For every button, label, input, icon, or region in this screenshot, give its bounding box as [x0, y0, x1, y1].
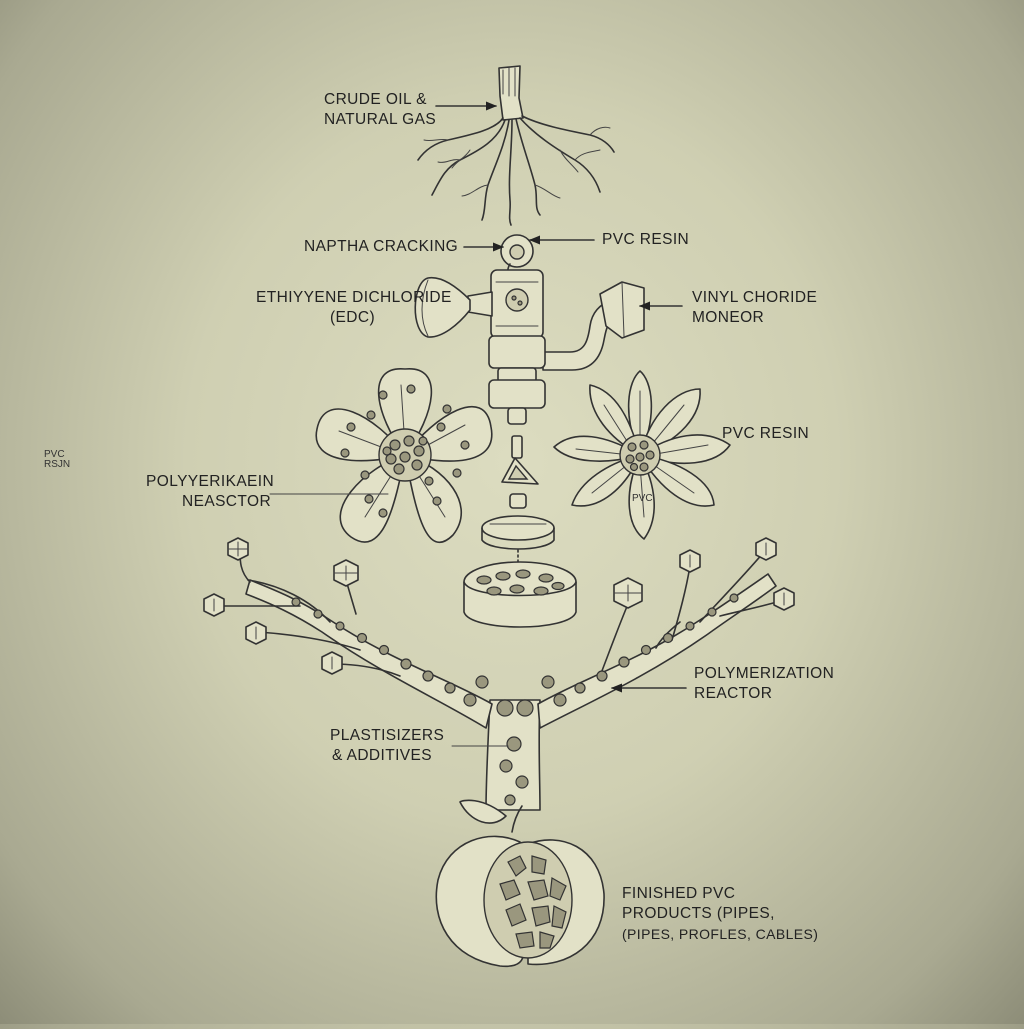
label-polyverikaein: POLYYERIKAEIN NEASCTOR [146, 472, 274, 512]
flower-pvc-small: PVC [44, 449, 65, 460]
finished-product-fruit [435, 799, 605, 968]
label-vinyl-line1: VINYL CHORIDE [692, 289, 818, 306]
label-finished-line3: (PIPES, PROFLES, CABLES) [622, 926, 819, 942]
label-finished-line2: PRODUCTS (PIPES, [622, 905, 775, 922]
label-finished-line1: FINISHED PVC [622, 885, 736, 902]
flower-pvc-text: PVC [632, 493, 653, 504]
label-crude-oil-line2: NATURAL GAS [324, 111, 437, 128]
label-polymer-line1: POLYMERIZATION [694, 665, 835, 682]
flower-resin-small: RSJN [44, 459, 70, 470]
label-finished-products: FINISHED PVC PRODUCTS (PIPES, (PIPES, PR… [622, 884, 818, 944]
left-flower [315, 368, 493, 543]
label-plast-line1: PLASTISIZERS [330, 727, 445, 744]
label-plast-line2: & ADDITIVES [332, 747, 433, 764]
label-plastisizers: PLASTISIZERS & ADDITIVES [330, 726, 444, 766]
cracking-column-assembly [414, 234, 645, 628]
label-edc: ETHIYYENE DICHLORIDE (EDC) [256, 288, 452, 328]
root-system [417, 65, 615, 226]
branch-network [203, 537, 795, 811]
label-poly-line2: NEASCTOR [182, 493, 272, 510]
hex-nodes [203, 537, 795, 675]
label-poly-line1: POLYYERIKAEIN [146, 473, 275, 490]
label-pvc-resin-right: PVC RESIN [722, 425, 810, 442]
label-polymerization-reactor: POLYMERIZATION REACTOR [694, 664, 834, 704]
label-polymer-line2: REACTOR [694, 685, 773, 702]
right-flower: PVC RSJN PVC [44, 370, 731, 540]
leader-lines [269, 101, 687, 747]
label-crude-oil: CRUDE OIL & NATURAL GAS [324, 90, 436, 130]
label-crude-oil-line1: CRUDE OIL & [324, 91, 427, 108]
label-vinyl-chloride: VINYL CHORIDE MONEOR [692, 288, 817, 328]
label-vinyl-line2: MONEOR [692, 309, 765, 326]
label-edc-line1: ETHIYYENE DICHLORIDE [256, 289, 452, 306]
label-naptha-cracking: NAPTHA CRACKING [304, 238, 459, 255]
label-edc-line2: (EDC) [330, 309, 376, 326]
label-pvc-resin-top: PVC RESIN [602, 231, 690, 248]
